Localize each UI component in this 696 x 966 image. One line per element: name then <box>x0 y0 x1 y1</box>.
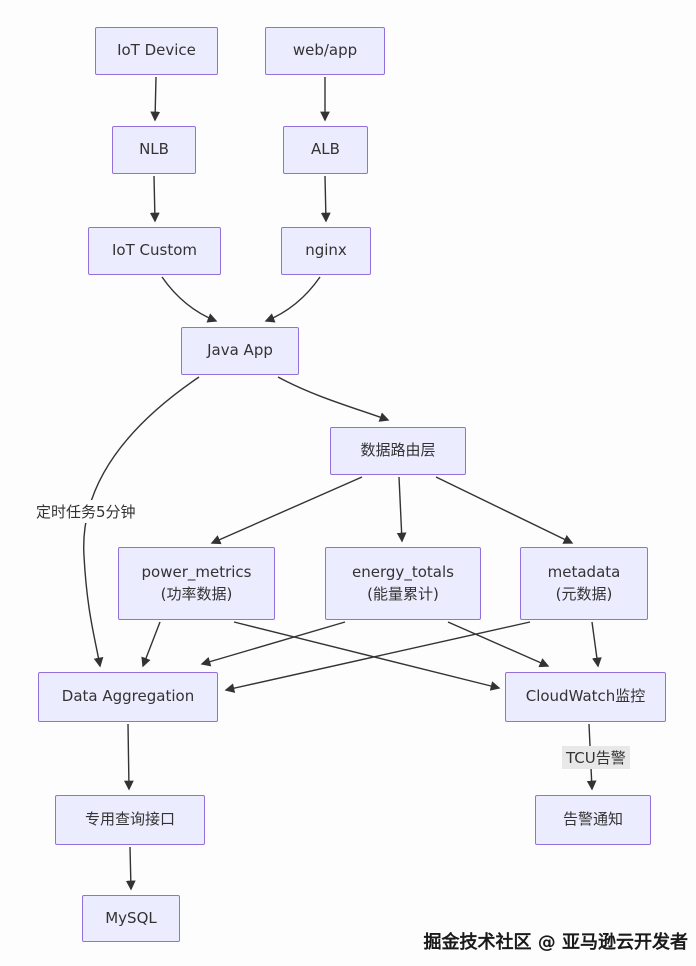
edge-label-tcu-alert: TCU告警 <box>562 746 630 769</box>
edge-energytotals-cloudwatch <box>447 621 550 668</box>
node-alb-label: ALB <box>311 140 340 159</box>
node-cloudwatch-label: CloudWatch监控 <box>525 687 646 706</box>
node-metadata-sublabel: (元数据) <box>555 584 613 603</box>
edge-label-timer-task: 定时任务5分钟 <box>32 500 140 523</box>
edge-datarouter-metadata <box>435 476 574 544</box>
edge-datarouter-powermetrics <box>210 476 363 545</box>
node-metadata: metadata (元数据) <box>520 547 648 620</box>
node-mysql-label: MySQL <box>105 908 157 927</box>
edge-nlb-iotcustom <box>149 175 160 223</box>
node-web-app: web/app <box>265 27 385 75</box>
node-energy-totals-sublabel: (能量累计) <box>367 584 439 603</box>
node-alert-notify: 告警通知 <box>535 795 651 845</box>
edge-iotcustom-javaapp <box>161 276 218 323</box>
node-data-router: 数据路由层 <box>330 427 466 475</box>
node-cloudwatch: CloudWatch监控 <box>505 672 666 722</box>
node-query-api-label: 专用查询接口 <box>84 810 175 829</box>
node-nginx-label: nginx <box>305 241 347 260</box>
node-java-app: Java App <box>181 327 299 375</box>
node-mysql: MySQL <box>82 895 180 942</box>
node-alert-notify-label: 告警通知 <box>562 810 623 829</box>
node-nlb: NLB <box>112 126 196 174</box>
node-data-aggregation: Data Aggregation <box>38 672 218 722</box>
edge-powermetrics-cloudwatch <box>233 621 501 691</box>
node-iot-custom-label: IoT Custom <box>112 241 197 260</box>
edge-datarouter-energytotals <box>396 476 407 543</box>
edge-nginx-javaapp <box>264 276 321 323</box>
node-nlb-label: NLB <box>139 140 169 159</box>
edge-dataaggregation-queryapi <box>123 723 134 791</box>
node-web-app-label: web/app <box>292 41 358 60</box>
node-energy-totals: energy_totals (能量累计) <box>325 547 481 620</box>
node-iot-device: IoT Device <box>95 27 218 75</box>
edge-energytotals-dataaggregation <box>200 621 346 667</box>
node-data-router-label: 数据路由层 <box>360 441 436 460</box>
node-query-api: 专用查询接口 <box>55 795 205 845</box>
node-nginx: nginx <box>281 227 371 275</box>
node-java-app-label: Java App <box>207 341 273 360</box>
node-power-metrics-sublabel: (功率数据) <box>160 584 233 603</box>
watermark-text: 掘金技术社区 @ 亚马逊云开发者 <box>423 932 688 953</box>
edge-queryapi-mysql <box>125 846 136 891</box>
node-iot-device-label: IoT Device <box>117 41 196 60</box>
edge-alb-nginx <box>320 175 331 223</box>
node-iot-custom: IoT Custom <box>88 227 221 275</box>
node-energy-totals-label: energy_totals <box>352 562 454 581</box>
edge-powermetrics-dataaggregation <box>141 621 161 668</box>
edge-javaapp-datarouter <box>277 376 390 422</box>
node-data-aggregation-label: Data Aggregation <box>61 687 195 706</box>
node-metadata-label: metadata <box>547 562 621 581</box>
node-power-metrics: power_metrics (功率数据) <box>118 547 275 620</box>
edge-iotdevice-nlb <box>150 76 161 122</box>
edge-metadata-cloudwatch <box>591 621 602 668</box>
edge-metadata-dataaggregation <box>224 621 531 693</box>
node-alb: ALB <box>283 126 368 174</box>
node-power-metrics-label: power_metrics <box>141 562 252 581</box>
